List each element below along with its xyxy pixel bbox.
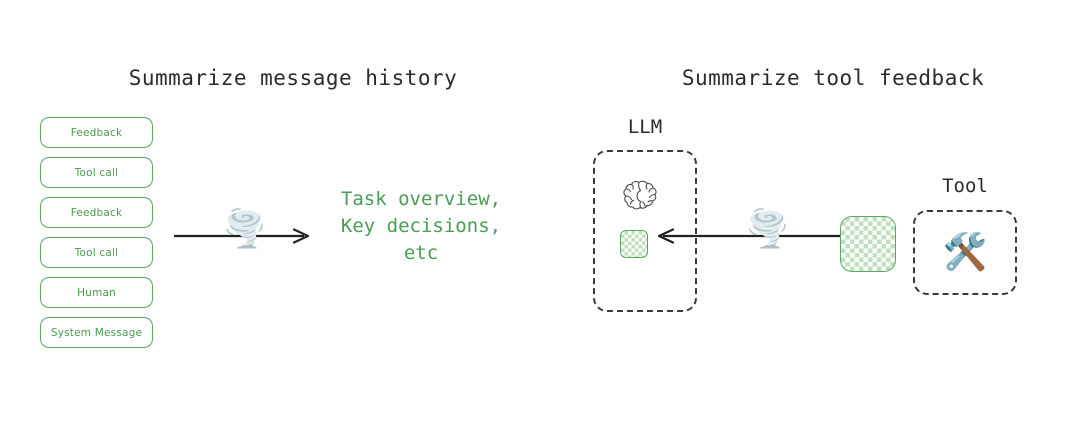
message-box-tool-call-1: Tool call xyxy=(40,157,153,188)
llm-context-block xyxy=(620,230,648,258)
brain-icon xyxy=(623,180,657,210)
tool-label: Tool xyxy=(942,175,988,197)
panel-title-summarize-tool-feedback: Summarize tool feedback xyxy=(681,66,985,90)
arrow-left-icon xyxy=(657,228,843,244)
llm-label: LLM xyxy=(627,116,663,138)
tool-output-block xyxy=(840,216,896,272)
panel-title-summarize-message-history: Summarize message history xyxy=(128,66,458,90)
message-box-tool-call-2: Tool call xyxy=(40,237,153,268)
message-box-feedback-1: Feedback xyxy=(40,117,153,148)
message-box-feedback-2: Feedback xyxy=(40,197,153,228)
message-box-system-message: System Message xyxy=(40,317,153,348)
hammer-and-wrench-icon: 🛠️ xyxy=(942,231,988,273)
tornado-icon-right: 🌪️ xyxy=(745,209,790,250)
tool-container: 🛠️ xyxy=(913,210,1017,295)
arrow-right-icon xyxy=(174,228,310,244)
tornado-icon-left: 🌪️ xyxy=(222,209,267,250)
summary-output-text: Task overview, Key decisions, etc xyxy=(340,188,502,264)
message-box-human: Human xyxy=(40,277,153,308)
message-stack: Feedback Tool call Feedback Tool call Hu… xyxy=(40,117,153,348)
